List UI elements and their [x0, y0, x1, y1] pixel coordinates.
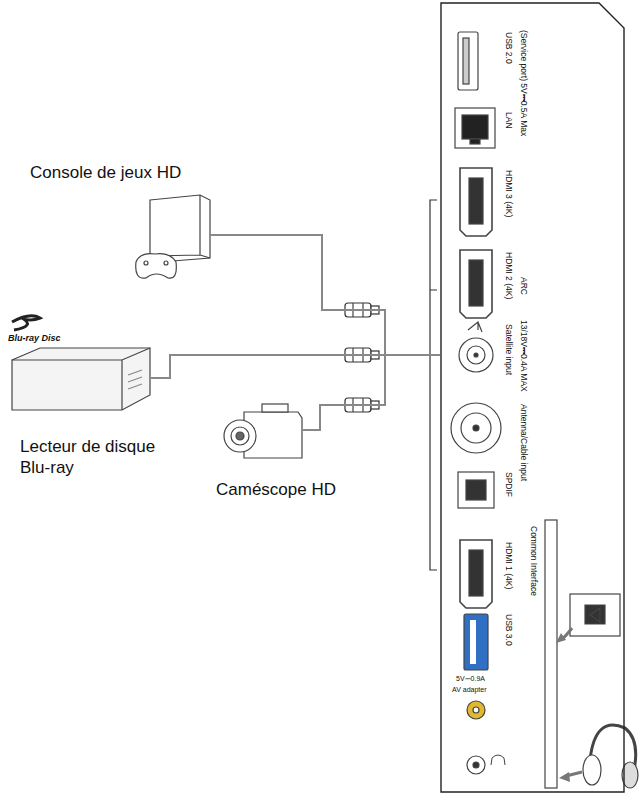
hdmi-cable — [340, 355, 440, 405]
device-camcorder: Caméscope HD — [210, 395, 340, 510]
port-label: HDMI 2 (4K) — [504, 252, 514, 299]
device-caption: Console de jeux HD — [30, 162, 225, 183]
port-label: HDMI 1 (4K) — [504, 542, 514, 589]
logo-text: Blu-ray Disc — [8, 333, 61, 343]
port-label: ARC — [519, 277, 529, 295]
device-caption: Caméscope HD — [216, 479, 340, 500]
port-label: USB 2.0 — [504, 32, 514, 64]
hdmi-cable — [225, 235, 440, 355]
port-label: 13/18V⎓0.4A MAX — [519, 320, 529, 392]
port-label: LAN — [504, 112, 514, 129]
panel-outline — [440, 2, 625, 793]
port-label: Satellite input — [504, 324, 514, 375]
device-bluray: Lecteur de disque Blu-ray — [5, 300, 190, 490]
device-console: Console de jeux HD — [25, 160, 225, 285]
port-label: USB 3.0 — [504, 614, 514, 646]
port-label: AV adapter — [452, 686, 487, 694]
port-label: Antenna/Cable input — [519, 404, 529, 481]
port-label: SPDIF — [504, 472, 514, 497]
device-caption: Lecteur de disque Blu-ray — [20, 436, 180, 478]
port-label: (Service port) 5V⎓0.5A Max — [519, 30, 529, 136]
tv-side-panel: USB 2.0 (Service port) 5V⎓0.5A MaxLAN HDMI… — [440, 2, 625, 793]
port-label: 5V⎓0.9A — [456, 675, 485, 683]
port-label: Common Interface — [529, 526, 539, 596]
port-label: HDMI 3 (4K) — [504, 170, 514, 217]
panel-outline-shape — [441, 3, 624, 792]
